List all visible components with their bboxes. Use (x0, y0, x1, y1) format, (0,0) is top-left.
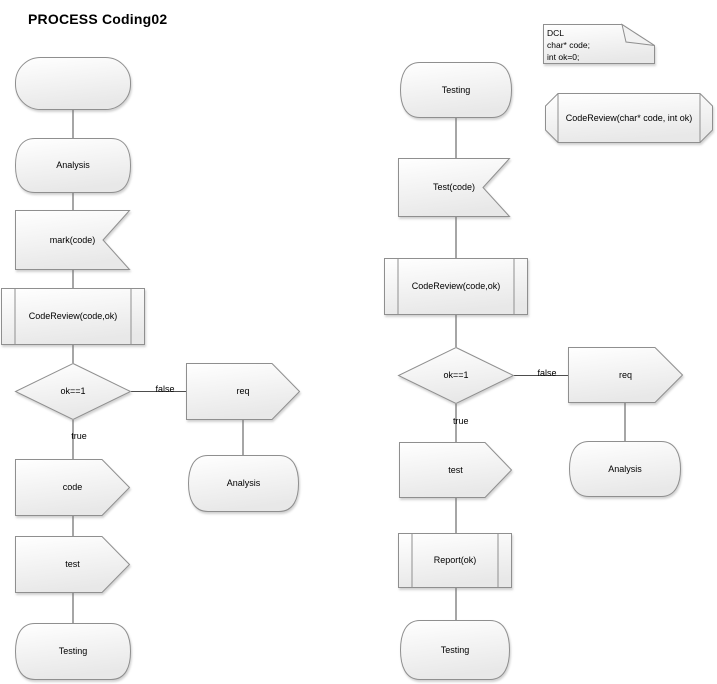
left-output-req[interactable]: req (186, 363, 301, 420)
node-label: CodeReview(code,ok) (411, 281, 501, 291)
dcl-line: char* code; (547, 40, 590, 50)
dcl-note-text: DCL char* code; int ok=0; (547, 27, 635, 63)
node-label: test (65, 559, 80, 569)
node-label: ok==1 (443, 370, 469, 380)
left-edge-label-false: false (155, 384, 175, 394)
left-start-terminator[interactable] (15, 57, 131, 110)
right-input-test-code[interactable]: Test(code) (398, 158, 511, 217)
dcl-text-note[interactable]: DCL char* code; int ok=0; (543, 23, 655, 64)
node-label: code (62, 482, 83, 492)
node-label: ok==1 (60, 386, 86, 396)
left-state-testing[interactable]: Testing (14, 623, 132, 680)
node-label: CodeReview(char* code, int ok) (565, 112, 693, 123)
right-output-test[interactable]: test (399, 442, 513, 498)
right-state-testing-end[interactable]: Testing (399, 620, 511, 680)
left-edge-label-true: true (71, 431, 87, 441)
left-state-analysis-return[interactable]: Analysis (187, 455, 300, 512)
node-label: Report(ok) (433, 555, 477, 565)
left-procedure-call-codereview[interactable]: CodeReview(code,ok) (1, 288, 145, 345)
right-state-analysis-return[interactable]: Analysis (568, 441, 682, 497)
node-label: Analysis (226, 478, 261, 488)
dcl-line: DCL (547, 28, 565, 38)
node-label: req (236, 386, 250, 396)
node-label: Analysis (56, 160, 90, 170)
node-label: mark(code) (49, 234, 96, 245)
left-state-analysis[interactable]: Analysis (14, 138, 132, 193)
dcl-line: int ok=0; (547, 52, 580, 62)
node-label: Testing (441, 84, 471, 95)
right-procedure-call-report[interactable]: Report(ok) (398, 533, 512, 588)
left-decision-ok[interactable]: ok==1 (14, 362, 132, 421)
right-state-testing[interactable]: Testing (399, 62, 513, 118)
right-output-req[interactable]: req (568, 347, 684, 403)
procedure-declaration-codereview[interactable]: CodeReview(char* code, int ok) (545, 93, 713, 143)
right-procedure-call-codereview[interactable]: CodeReview(code,ok) (384, 258, 528, 315)
left-input-mark-code[interactable]: mark(code) (15, 210, 131, 270)
right-edge-label-true: true (453, 416, 469, 426)
diagram-title: PROCESS Coding02 (28, 11, 168, 27)
left-output-code[interactable]: code (15, 459, 131, 516)
node-label: Testing (440, 644, 470, 655)
right-edge-label-false: false (537, 368, 557, 378)
node-label: Test(code) (432, 182, 476, 192)
node-label: test (448, 464, 463, 475)
left-output-test[interactable]: test (15, 536, 131, 593)
node-label: req (618, 369, 632, 380)
node-label: Analysis (608, 463, 642, 474)
node-label: CodeReview(code,ok) (28, 311, 118, 321)
node-label: Testing (58, 646, 88, 656)
right-decision-ok[interactable]: ok==1 (397, 346, 515, 405)
node-label (15, 57, 131, 110)
